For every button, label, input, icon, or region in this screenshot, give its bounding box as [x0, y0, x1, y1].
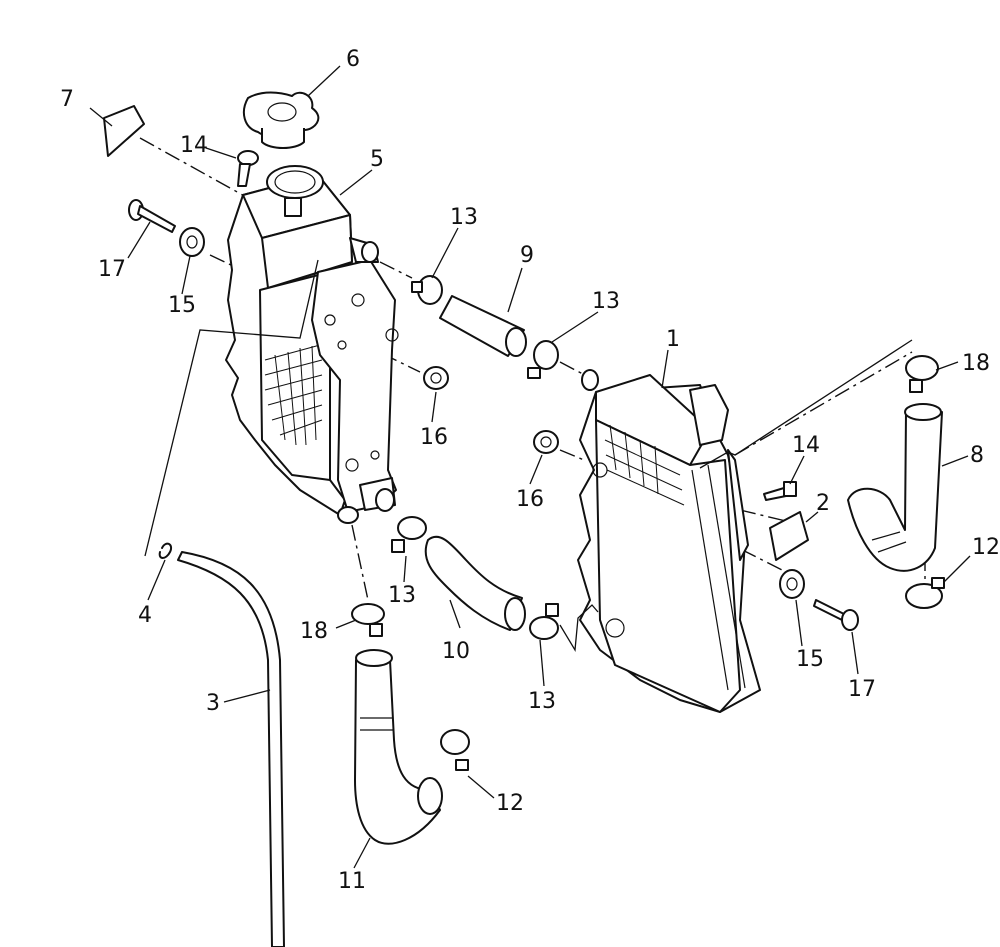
hose-part-8 [847, 403, 943, 572]
callout-14-right: 14 [792, 433, 820, 458]
callout-17-right: 17 [848, 677, 876, 702]
clamp-part-18-lower [351, 603, 385, 637]
callout-14-left: 14 [180, 133, 208, 158]
right-radiator-core-mesh [604, 424, 685, 506]
callout-5: 5 [370, 147, 384, 172]
tube-clip-part-4 [158, 542, 172, 559]
label-plate-part-7 [103, 105, 145, 157]
clamp-part-13-a [411, 275, 443, 305]
left-radiator-part-5 [225, 165, 399, 524]
callout-17-left: 17 [98, 257, 126, 282]
callout-6: 6 [346, 47, 360, 72]
radiator-cap-part-6 [242, 91, 320, 149]
callout-10: 10 [442, 639, 470, 664]
bolt-part-17-right [813, 599, 859, 631]
callout-7: 7 [60, 87, 74, 112]
callout-13-d: 13 [528, 689, 556, 714]
callout-18-lower: 18 [300, 619, 328, 644]
right-radiator-part-1 [577, 369, 761, 713]
callout-12-upper: 12 [972, 535, 1000, 560]
grommet-part-15-left [179, 227, 205, 257]
callout-15-left: 15 [168, 293, 196, 318]
callout-13-c: 13 [388, 583, 416, 608]
label-plate-part-2 [769, 511, 809, 561]
hose-part-10 [424, 535, 526, 631]
callout-3: 3 [206, 691, 220, 716]
hose-part-11 [354, 649, 443, 845]
callout-4: 4 [138, 603, 152, 628]
callout-16-left: 16 [420, 425, 448, 450]
collar-part-16-left [423, 366, 449, 390]
callout-11: 11 [338, 869, 366, 894]
callout-2: 2 [816, 491, 830, 516]
callout-9: 9 [520, 243, 534, 268]
callout-12-lower: 12 [496, 791, 524, 816]
collar-part-16-right [533, 430, 559, 454]
callout-15-right: 15 [796, 647, 824, 672]
clamp-part-13-c [391, 516, 427, 553]
clamp-part-12-lower [440, 729, 470, 771]
bolt-part-14-right [763, 481, 797, 501]
overflow-tube-part-3 [177, 551, 285, 947]
grommet-part-15-right [779, 569, 805, 599]
callout-16-right: 16 [516, 487, 544, 512]
callout-1: 1 [666, 327, 680, 352]
callout-13-b: 13 [592, 289, 620, 314]
callout-labels: 1 2 3 4 5 6 7 8 9 10 11 12 12 13 13 13 1… [60, 47, 1000, 894]
leader-lines [89, 65, 971, 869]
hose-part-9 [439, 295, 527, 357]
bolt-part-14-left [237, 150, 259, 187]
bolt-part-17-left [128, 199, 176, 233]
part-4-bracket [144, 259, 319, 557]
clamp-part-12-upper [905, 577, 945, 609]
clamp-part-18-upper [905, 355, 939, 393]
left-radiator-core-mesh [264, 344, 323, 446]
clamp-part-13-b [527, 340, 559, 379]
callout-8: 8 [970, 443, 984, 468]
callout-13-a: 13 [450, 205, 478, 230]
callout-18-upper: 18 [962, 351, 990, 376]
clamp-part-13-d [529, 603, 559, 640]
